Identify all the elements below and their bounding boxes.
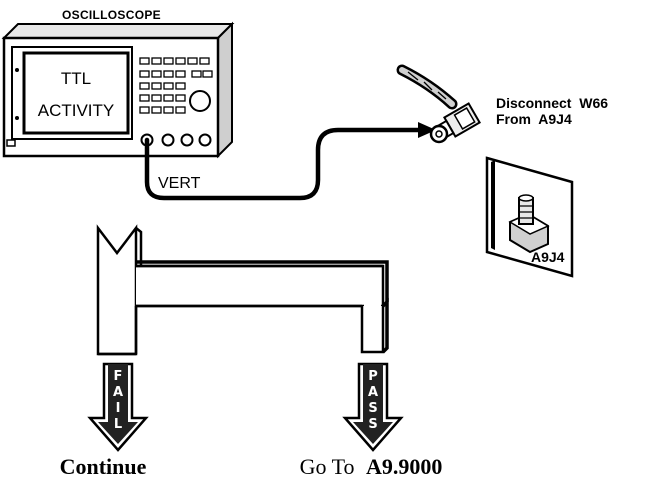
- probe-cable: VERT: [144, 122, 436, 201]
- fail-letter-4: L: [114, 417, 122, 432]
- fail-arrow: F A I L Continue: [60, 362, 149, 479]
- oscilloscope-screen: [22, 51, 130, 135]
- screen-label-ttl: TTL: [61, 69, 91, 88]
- pass-letter-2: A: [368, 385, 378, 400]
- a9j4-jack: [508, 194, 550, 254]
- oscilloscope-side-face: [217, 21, 233, 159]
- screen-screw-bottom: [15, 116, 19, 120]
- pass-caption-prefix: Go To: [300, 454, 355, 479]
- power-switch: [6, 139, 16, 147]
- a9j4-label: A9J4: [531, 249, 565, 265]
- pass-letter-1: P: [368, 369, 378, 384]
- fail-letter-2: A: [113, 385, 123, 400]
- vert-label: VERT: [158, 175, 201, 192]
- input-connector-2: [161, 133, 175, 147]
- screen-screw-top: [15, 68, 19, 72]
- a9j4-panel: A9J4: [485, 156, 574, 278]
- screen-label-activity: ACTIVITY: [38, 101, 115, 120]
- oscilloscope-top-face: [1, 23, 235, 39]
- input-connector-4: [198, 133, 212, 147]
- oscilloscope-main-knob: [189, 90, 211, 112]
- pass-caption-ref: A9.9000: [366, 454, 442, 479]
- fail-letter-1: F: [114, 369, 123, 384]
- disconnect-instruction-line2: From A9J4: [496, 111, 572, 127]
- input-connector-3: [180, 133, 194, 147]
- disconnect-instruction-line1: Disconnect W66: [496, 95, 608, 111]
- decision-bracket: [96, 224, 389, 356]
- pass-caption: Go To A9.9000: [300, 454, 443, 479]
- cable-path: [144, 127, 425, 201]
- w66-cable-end: Disconnect W66 From A9J4: [396, 64, 608, 144]
- oscilloscope: OSCILLOSCOPE TTL ACTIVITY: [1, 8, 235, 159]
- fail-letter-3: I: [116, 401, 121, 416]
- pass-arrow: P A S S Go To A9.9000: [300, 362, 443, 479]
- pass-letter-3: S: [368, 401, 377, 416]
- pass-letter-4: S: [368, 417, 377, 432]
- fail-caption: Continue: [60, 454, 147, 479]
- bracket-pass-leg: [360, 306, 385, 354]
- oscilloscope-title: OSCILLOSCOPE: [62, 8, 161, 22]
- cable-arrowhead: [418, 122, 436, 138]
- oscilloscope-keypad: [139, 57, 213, 114]
